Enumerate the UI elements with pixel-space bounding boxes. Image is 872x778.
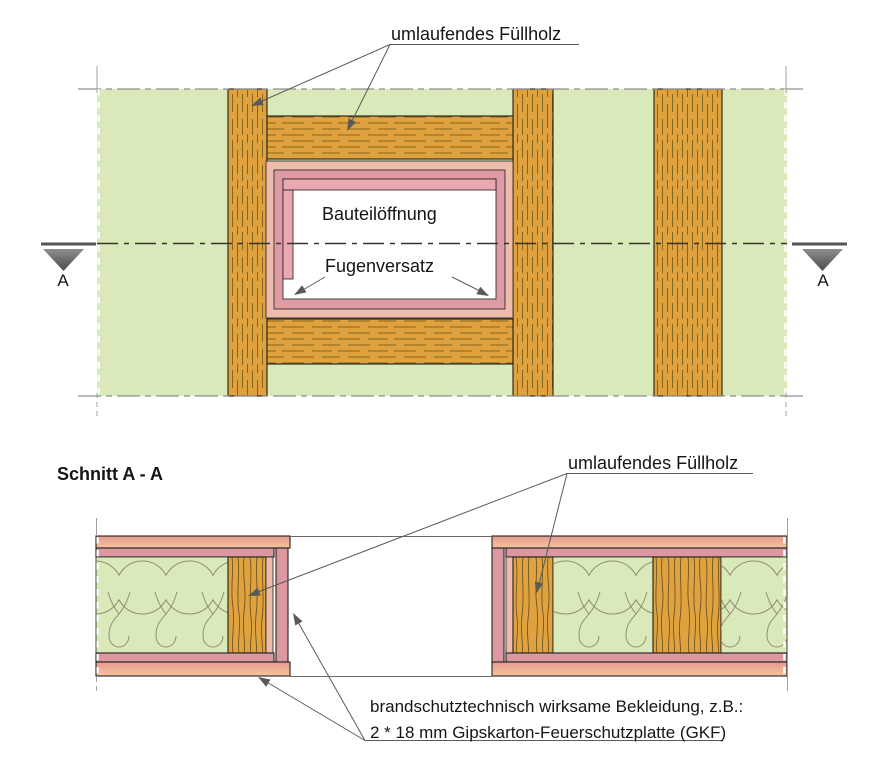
section-cladding-outer-top-right: [491, 535, 788, 549]
cladding-label: brandschutztechnisch wirksame Bekleidung…: [370, 694, 743, 745]
cladding-label-line1: brandschutztechnisch wirksame Bekleidung…: [370, 697, 744, 716]
section-left-wall: [95, 535, 291, 677]
section-fill-wood-right-stud: [512, 556, 554, 654]
section-insulation-middle: [553, 557, 653, 653]
section-marker-left: [41, 242, 96, 271]
plan-stud-wide: [653, 88, 723, 397]
section-marker-letter-left: A: [57, 271, 69, 290]
plan-opening-frame: [265, 160, 514, 319]
section-opening-lining-left: [275, 547, 289, 664]
section-right-wall: [491, 535, 788, 677]
section-cladding-outer-top-left: [95, 535, 291, 549]
joint-offset-label: Fugenversatz: [325, 256, 435, 276]
plan-beam-top: [266, 115, 514, 160]
plan-stud-left: [227, 88, 268, 397]
section-fill-wood-label: umlaufendes Füllholz: [568, 453, 739, 473]
plan-fill-wood-label: umlaufendes Füllholz: [391, 24, 562, 44]
plan-beam-bottom: [266, 318, 514, 365]
section-stud-wide: [652, 556, 722, 654]
opening-label: Bauteilöffnung: [322, 204, 437, 224]
section-marker-letter-right: A: [817, 271, 829, 290]
cladding-label-line2: 2 * 18 mm Gipskarton-Feuerschutzplatte (…: [370, 722, 727, 742]
section-marker-triangle-left: [43, 249, 84, 271]
section-marker-right: [792, 242, 847, 271]
section-cladding-outer-bottom-left: [95, 661, 291, 677]
section-insulation-left: [96, 557, 228, 653]
section-insulation-right: [721, 557, 787, 653]
section-marker-triangle-right: [802, 249, 843, 271]
section-title: Schnitt A - A: [57, 464, 163, 484]
section-opening-lining-right: [491, 547, 505, 664]
plan-view: [41, 66, 847, 419]
section-cladding-outer-bottom-right: [491, 661, 788, 677]
leader-lines: [246, 44, 753, 741]
section-fill-wood-left-stud: [227, 556, 267, 654]
section-view: [95, 518, 788, 694]
plan-stud-middle: [512, 88, 554, 397]
plan-opening: [282, 178, 497, 300]
